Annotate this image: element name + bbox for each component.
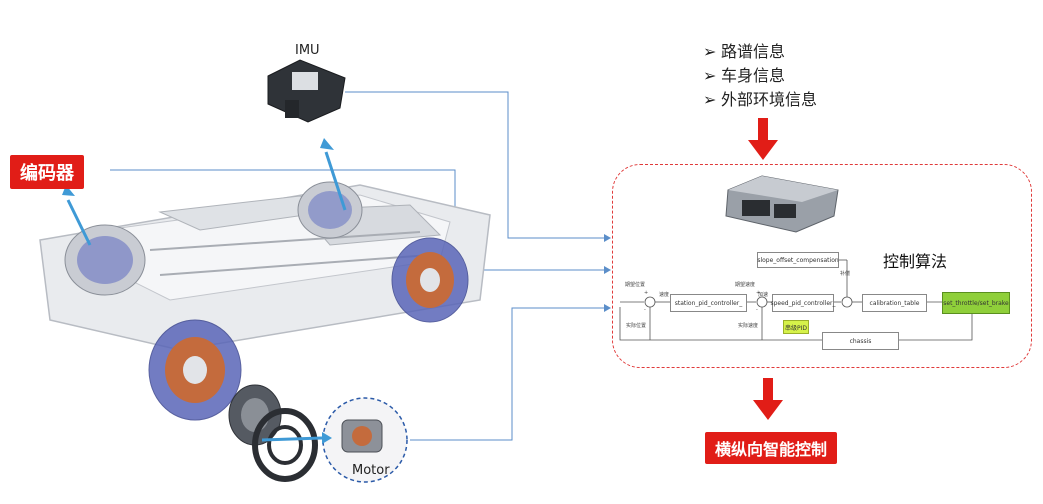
imu-device [267, 59, 346, 123]
arrow-bullet-icon: ➢ [703, 66, 717, 85]
minus-sign: - [756, 307, 758, 313]
wheel-rear-left [297, 181, 363, 239]
algorithm-title: 控制算法 [883, 252, 948, 271]
exploded-motor [228, 384, 318, 482]
red-input-arrow [748, 118, 778, 160]
actual-position-label: 实际位置 [626, 323, 647, 329]
throttle-brake-box: set_throttle/set_brake [942, 292, 1010, 314]
plus-sign: + [756, 290, 761, 296]
motor-connector [410, 307, 604, 441]
station-pid-box: station_pid_controller_ [670, 294, 747, 312]
imu-label: IMU [295, 43, 320, 58]
blue-pointer-arrows [62, 138, 347, 444]
accel-label: 加速 [758, 292, 769, 298]
encoder-label: 编码器 [10, 155, 84, 189]
input-item: ➢路谱信息 [703, 40, 817, 64]
wheel-rear-right [391, 237, 469, 323]
chassis-box: chassis [822, 332, 899, 350]
speed-pid-box: speed_pid_controller_ [770, 294, 836, 312]
expected-position-label: 期望位置 [625, 282, 646, 288]
arrow-bullet-icon: ➢ [703, 90, 717, 109]
arrow-bullet-icon: ➢ [703, 42, 717, 61]
slope-offset-box: slope_offset_compensation [757, 252, 839, 268]
motor-arrowhead [604, 304, 611, 312]
wheel-front-left [64, 224, 146, 296]
red-output-arrow [753, 378, 783, 420]
imu-connector [345, 91, 604, 239]
actual-speed-label: 实际速度 [738, 323, 759, 329]
minus-sign: - [644, 307, 646, 313]
input-item: ➢车身信息 [703, 64, 817, 88]
cascade-pid-badge: 串级PID [783, 320, 809, 334]
encoder-arrowhead [604, 266, 611, 274]
imu-arrowhead [604, 234, 611, 242]
output-label: 横纵向智能控制 [705, 432, 838, 464]
speed-label: 速度 [659, 292, 670, 298]
control-algorithm-frame [612, 164, 1032, 368]
motor-label: Motor [352, 463, 390, 478]
control-block-diagram-lines [619, 259, 973, 341]
ecu-device [725, 175, 839, 233]
slope-comp-label: 补偿 [840, 271, 851, 277]
motor-detail-icon [341, 419, 383, 453]
plus-sign: + [644, 290, 649, 296]
input-list: ➢路谱信息 ➢车身信息 ➢外部环境信息 [703, 40, 817, 112]
wheel-front-right [148, 319, 242, 421]
input-item: ➢外部环境信息 [703, 88, 817, 112]
expected-speed-label: 期望速度 [735, 282, 756, 288]
calibration-table-box: calibration_table [862, 294, 927, 312]
